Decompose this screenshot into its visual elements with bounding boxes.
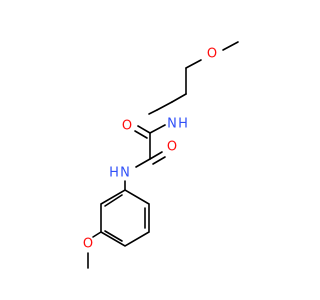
bond-co-bottom-2 <box>152 156 166 165</box>
structure-canvas: O N H O O H N O <box>82 41 239 269</box>
atom-o-carbonyl-top: O <box>122 119 132 134</box>
atom-n-amide-top: N <box>167 117 177 132</box>
atom-n-amide-bottom: N <box>120 166 130 181</box>
bond-ch2-ch2-b <box>171 93 187 103</box>
bond-o-ch2-top <box>185 59 202 69</box>
bond-n-c-top <box>148 109 158 115</box>
atom-h-amide-bottom: H <box>109 166 119 181</box>
bond-co-top-2 <box>134 130 148 139</box>
molecule-diagram: O N H O O H N O <box>83 41 239 269</box>
ring-double-2 <box>104 230 123 242</box>
ring-double-3 <box>104 194 123 207</box>
bond-c-n-bottom <box>135 158 151 168</box>
bond-ch2-n-top <box>156 101 173 111</box>
bond-n-c-top-b <box>149 124 166 134</box>
bond-aryl-o <box>92 231 102 238</box>
atom-h-amide-top: H <box>178 117 188 132</box>
atom-o-carbonyl-bottom: O <box>167 140 177 155</box>
bond-co-top-1 <box>137 125 151 134</box>
bond-co-bottom-1 <box>149 151 163 160</box>
bond-ch3-o-top <box>222 41 239 51</box>
atom-o-methoxy-aryl: O <box>83 237 93 252</box>
atom-o-methoxy-top: O <box>207 47 217 62</box>
benzene-ring <box>100 189 150 247</box>
